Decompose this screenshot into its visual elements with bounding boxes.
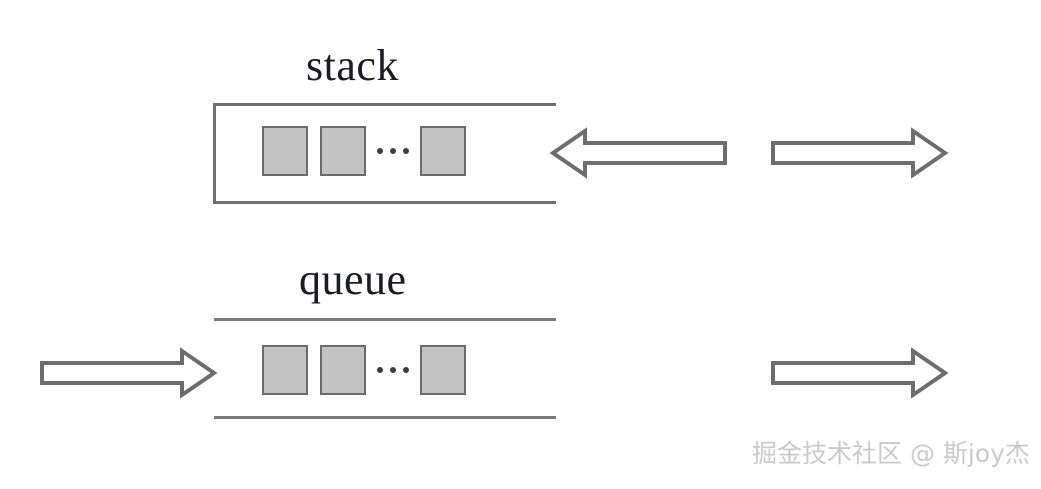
queue-cell-2 <box>320 345 366 395</box>
stack-label: stack <box>306 41 399 90</box>
queue-cell-n <box>420 345 466 395</box>
queue-cells <box>262 345 466 395</box>
queue-ellipsis-icon <box>366 367 420 373</box>
cell-spacer <box>308 151 320 152</box>
queue-dequeue-arrow-icon <box>769 346 949 400</box>
stack-pop-arrow-icon <box>549 126 729 180</box>
queue-enqueue-arrow-icon <box>38 346 218 400</box>
queue-cell-1 <box>262 345 308 395</box>
stack-container <box>213 103 556 204</box>
stack-cells <box>262 126 466 176</box>
stack-cell-n <box>420 126 466 176</box>
stack-ellipsis-icon <box>366 148 420 154</box>
stack-cell-1 <box>262 126 308 176</box>
queue-container <box>214 318 556 419</box>
stack-push-arrow-icon <box>769 126 949 180</box>
queue-label: queue <box>299 255 407 304</box>
cell-spacer <box>308 370 320 371</box>
watermark-text: 掘金技术社区 @ 斯joy杰 <box>752 439 1030 468</box>
stack-cell-2 <box>320 126 366 176</box>
